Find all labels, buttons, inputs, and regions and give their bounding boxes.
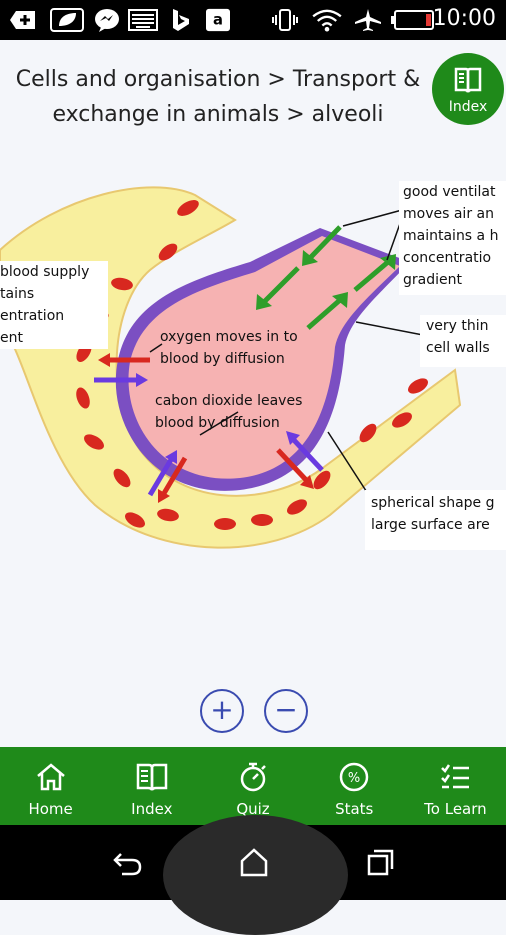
diffusion-arrows [94, 353, 324, 503]
system-nav-bar [0, 815, 506, 935]
index-button-label: Index [448, 99, 488, 115]
home-icon [36, 763, 65, 791]
tab-stats-label: Stats [335, 800, 374, 818]
label-oxygen: oxygen moves in to blood by diffusion [160, 329, 298, 367]
tab-index-label: Index [131, 800, 173, 818]
home-nav-icon[interactable] [238, 847, 270, 877]
bing-icon [173, 9, 189, 31]
zoom-out-button[interactable]: − [264, 689, 308, 733]
back-icon[interactable] [112, 849, 144, 877]
clock: 10:00 [432, 6, 496, 31]
vibrate-icon [272, 9, 298, 31]
tab-to-learn-label: To Learn [424, 800, 487, 818]
breadcrumb: Cells and organisation > Transport & exc… [0, 62, 436, 132]
messenger-icon [95, 9, 119, 32]
keyboard-icon [128, 9, 158, 31]
label-carbon-dioxide: cabon dioxide leaves blood by diffusion [155, 393, 303, 431]
checklist-icon [441, 764, 470, 789]
alveolus [128, 236, 400, 479]
alveolus-diagram: blood supply tains entration ent good ve… [0, 170, 506, 560]
battery-icon [391, 10, 434, 30]
book-icon [136, 763, 168, 791]
airplane-icon [355, 9, 381, 31]
breadcrumb-line-1: Cells and organisation > Transport & [15, 67, 421, 92]
breadcrumb-line-2: exchange in animals > alveoli [52, 102, 384, 127]
status-bar: a 10:00 [0, 0, 506, 40]
amazon-icon: a [206, 8, 230, 32]
percent-icon: % [339, 762, 369, 792]
tab-home-label: Home [28, 800, 73, 818]
tab-quiz[interactable]: Quiz [202, 747, 303, 825]
svg-text:%: % [348, 771, 360, 786]
leaf-icon [50, 8, 84, 32]
tab-to-learn[interactable]: To Learn [405, 747, 506, 825]
bottom-nav: Home Index Quiz % Stats To Learn [0, 747, 506, 825]
label-blood-supply: blood supply tains entration ent [0, 261, 108, 349]
label-ventilation: good ventilat moves air an maintains a h… [399, 181, 506, 295]
tab-quiz-label: Quiz [236, 800, 270, 818]
book-icon [454, 67, 482, 93]
add-icon [10, 11, 35, 29]
wifi-icon [312, 9, 342, 32]
svg-text:a: a [213, 12, 223, 29]
red-blood-cells [76, 200, 428, 530]
stopwatch-icon [240, 762, 266, 792]
label-spherical-shape: spherical shape g large surface are [365, 490, 506, 550]
tab-index[interactable]: Index [101, 747, 202, 825]
ventilation-arrows [256, 225, 396, 330]
recents-icon[interactable] [365, 848, 395, 878]
zoom-in-button[interactable]: + [200, 689, 244, 733]
tab-stats[interactable]: % Stats [304, 747, 405, 825]
index-button[interactable]: Index [432, 53, 504, 125]
label-thin-walls: very thin cell walls [420, 315, 506, 367]
tab-home[interactable]: Home [0, 747, 101, 825]
